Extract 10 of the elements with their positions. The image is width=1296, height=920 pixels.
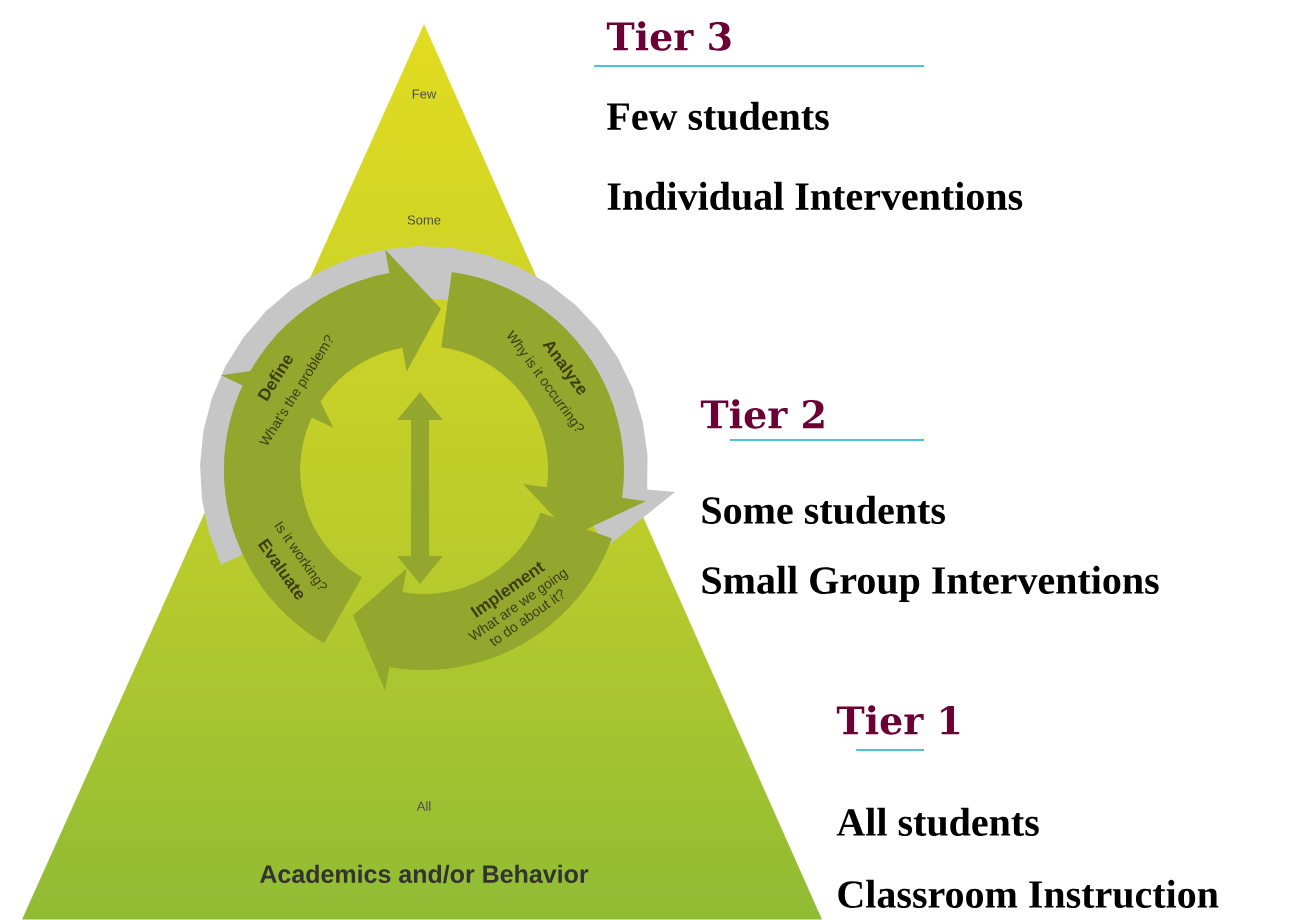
tier-text: Small Group Interventions (702, 565, 1159, 603)
tier-text: Some students (702, 495, 945, 525)
tier-text: Individual Interventions (607, 181, 1023, 211)
pyramid-label: Academics and/or Behavior (260, 864, 589, 884)
tier-heading: Tier 3 (606, 21, 731, 51)
tier-heading: Tier 2 (700, 399, 824, 429)
tier-text: All students (836, 807, 1039, 837)
tier-heading: Tier 1 (836, 705, 960, 735)
tier-text: Classroom Instruction (838, 879, 1219, 909)
tier-text: Few students (607, 101, 829, 131)
